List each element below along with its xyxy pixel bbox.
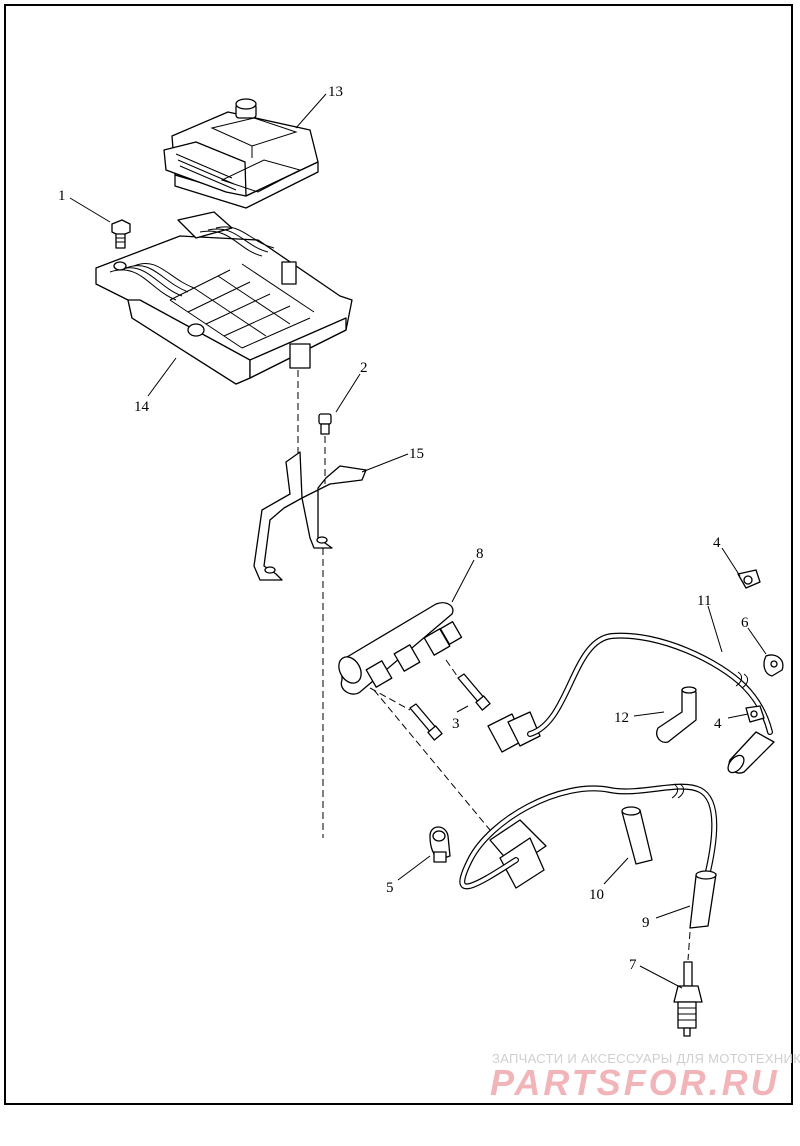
wire-break — [741, 673, 749, 689]
callout-12: 12 — [614, 710, 629, 726]
callout-8: 8 — [476, 546, 484, 562]
clip-4-top — [737, 569, 761, 589]
bolt-1 — [111, 219, 131, 249]
clip-6 — [763, 654, 784, 677]
clip-4-bottom — [745, 705, 765, 723]
callout-6: 6 — [741, 615, 749, 631]
callout-5: 5 — [386, 880, 394, 896]
ecm-module — [163, 98, 319, 209]
callout-11: 11 — [697, 593, 711, 609]
ignition-coil — [338, 602, 463, 695]
callout-1: 1 — [58, 188, 66, 204]
wire-break — [735, 671, 743, 687]
spark-plug — [673, 961, 703, 1037]
coil-screws — [369, 659, 491, 741]
plug-boot-12 — [656, 686, 697, 743]
ignition-wire-11 — [487, 632, 775, 774]
callout-15: 15 — [409, 446, 424, 462]
bolt-2 — [318, 413, 332, 435]
ignition-wire-lower — [459, 783, 718, 929]
leader-lines — [69, 93, 767, 989]
callout-2: 2 — [360, 360, 368, 376]
callout-9: 9 — [642, 915, 650, 931]
callout-13: 13 — [328, 84, 343, 100]
diagram-frame — [4, 4, 793, 1105]
watermark-logo: PARTSFOR.RU — [490, 1062, 780, 1103]
wire-break — [671, 783, 679, 799]
wire-break — [677, 783, 685, 799]
callout-7: 7 — [629, 957, 637, 973]
callout-10: 10 — [589, 887, 604, 903]
bracket-15 — [253, 451, 367, 581]
clip-5 — [429, 826, 451, 863]
callout-3: 3 — [452, 716, 460, 732]
alignment-line — [373, 689, 491, 831]
watermark-caption: ЗАПЧАСТИ И АКСЕССУАРЫ ДЛЯ МОТОТЕХНИКИ — [492, 1051, 800, 1066]
ecm-tray — [95, 211, 353, 385]
callout-4-top: 4 — [713, 535, 721, 551]
alignment-line — [687, 931, 691, 961]
callout-14: 14 — [134, 399, 150, 415]
callout-4-bottom: 4 — [714, 716, 722, 732]
callouts: 1 2 3 4 4 5 6 7 8 9 10 11 12 13 14 15 — [58, 84, 749, 973]
